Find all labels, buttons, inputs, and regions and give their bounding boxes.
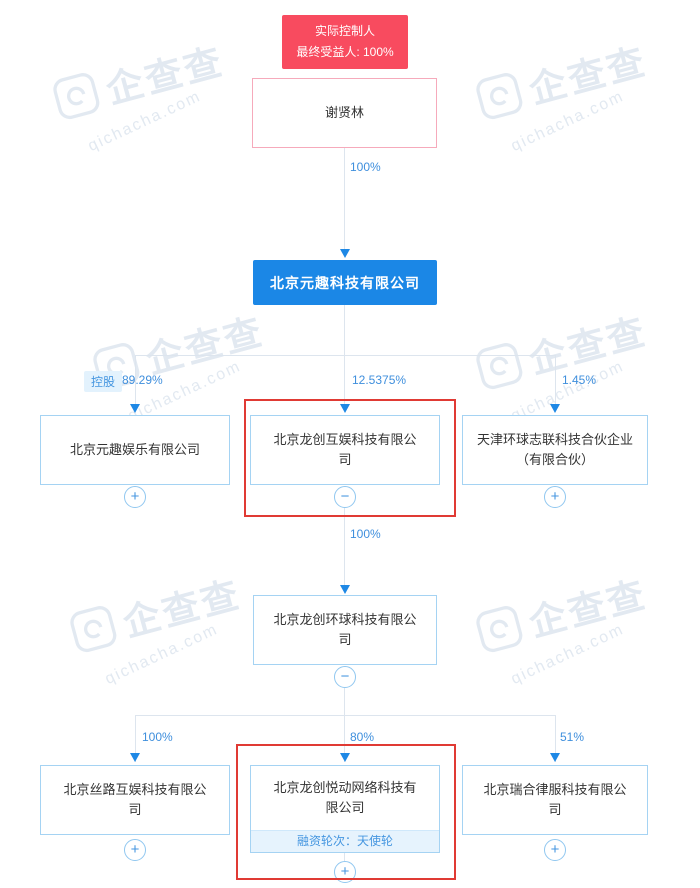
qichacha-watermark: 企查查 qichacha.com: [471, 564, 658, 688]
shareholding-percent: 1.45%: [562, 373, 597, 387]
company-node[interactable]: 北京元趣娱乐有限公司: [40, 415, 230, 485]
qichacha-logo-icon: [472, 339, 526, 393]
connector-line: [344, 688, 345, 715]
connector-line: [135, 715, 136, 762]
collapse-toggle[interactable]: −: [334, 666, 356, 688]
company-node[interactable]: 北京龙创环球科技有限公司: [253, 595, 437, 665]
connector-line: [344, 507, 345, 585]
ultimate-beneficiary-label: 最终受益人: 100%: [296, 45, 394, 59]
connector-line: [344, 715, 345, 762]
expand-toggle[interactable]: +: [124, 839, 146, 861]
shareholding-percent: 100%: [350, 527, 381, 541]
company-node[interactable]: 北京丝路互娱科技有限公司: [40, 765, 230, 835]
connector-line: [135, 355, 555, 356]
root-company-node[interactable]: 北京元趣科技有限公司: [253, 260, 437, 305]
connector-line: [135, 715, 555, 716]
funding-round-badge: 融资轮次：天使轮: [251, 830, 439, 852]
arrow-down-icon: [550, 404, 560, 413]
arrow-down-icon: [340, 404, 350, 413]
connector-line: [344, 853, 345, 861]
holding-tag: 控股: [84, 371, 123, 392]
qichacha-watermark: 企查查 qichacha.com: [471, 31, 658, 155]
qichacha-logo-icon: [49, 69, 103, 123]
company-node[interactable]: 北京龙创悦动网络科技有限公司 融资轮次：天使轮: [250, 765, 440, 853]
actual-controller-label: 实际控制人: [314, 24, 375, 38]
connector-line: [344, 355, 345, 404]
company-node[interactable]: 北京龙创互娱科技有限公司: [250, 415, 440, 485]
company-name: 北京龙创悦动网络科技有限公司: [273, 779, 417, 815]
actual-controller-badge: 实际控制人 最终受益人: 100%: [282, 15, 408, 69]
arrow-down-icon: [130, 753, 140, 762]
controller-node[interactable]: 谢贤林: [252, 78, 437, 148]
collapse-toggle[interactable]: −: [334, 486, 356, 508]
company-node[interactable]: 北京瑞合律服科技有限公司: [462, 765, 648, 835]
expand-toggle[interactable]: +: [334, 861, 356, 883]
qichacha-logo-icon: [66, 602, 120, 656]
qichacha-watermark: 企查查 qichacha.com: [48, 31, 235, 155]
arrow-down-icon: [130, 404, 140, 413]
expand-toggle[interactable]: +: [124, 486, 146, 508]
connector-line: [344, 148, 345, 249]
arrow-down-icon: [340, 585, 350, 594]
arrow-down-icon: [340, 249, 350, 258]
shareholding-percent: 51%: [560, 730, 585, 744]
connector-line: [555, 355, 556, 404]
shareholding-percent: 89.29%: [122, 373, 163, 387]
shareholding-percent: 80%: [350, 730, 375, 744]
connector-line: [344, 304, 345, 355]
company-node[interactable]: 天津环球志联科技合伙企业（有限合伙）: [462, 415, 648, 485]
shareholding-percent: 12.5375%: [352, 373, 407, 387]
connector-line: [555, 715, 556, 762]
qichacha-watermark: 企查查 qichacha.com: [88, 301, 275, 425]
expand-toggle[interactable]: +: [544, 486, 566, 508]
arrow-down-icon: [340, 753, 350, 762]
expand-toggle[interactable]: +: [544, 839, 566, 861]
arrow-down-icon: [550, 753, 560, 762]
shareholding-percent: 100%: [142, 730, 173, 744]
qichacha-logo-icon: [472, 602, 526, 656]
qichacha-logo-icon: [472, 69, 526, 123]
qichacha-watermark: 企查查 qichacha.com: [65, 564, 252, 688]
shareholding-percent: 100%: [350, 160, 381, 174]
qichacha-watermark: 企查查 qichacha.com: [471, 301, 658, 425]
connector-line: [135, 355, 136, 404]
